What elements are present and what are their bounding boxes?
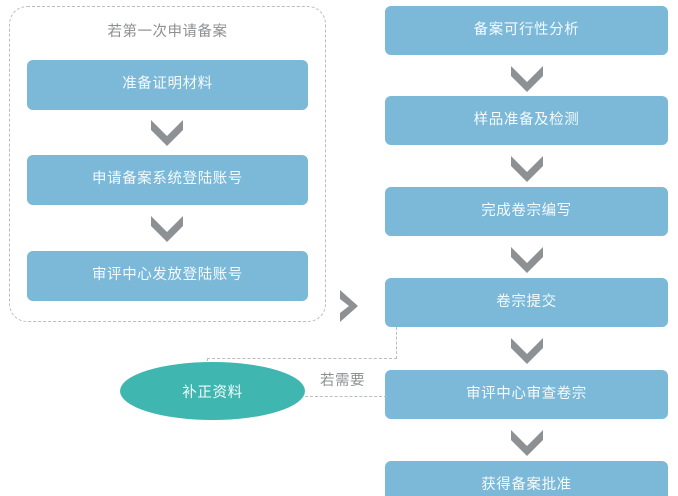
- chevron-down-icon: [508, 243, 546, 273]
- step-obtain-filing-approval[interactable]: 获得备案批准: [385, 461, 668, 496]
- step-review-center-examines-dossier[interactable]: 审评中心审查卷宗: [385, 370, 668, 419]
- chevron-down-icon: [148, 116, 186, 146]
- rework-line-to-review-step: [305, 396, 387, 397]
- first-application-group-title: 若第一次申请备案: [107, 24, 228, 40]
- step-filing-feasibility-analysis[interactable]: 备案可行性分析: [385, 6, 668, 55]
- step-prepare-certification-materials[interactable]: 准备证明材料: [27, 60, 308, 110]
- first-application-group: [9, 6, 326, 322]
- step-sample-preparation-and-testing[interactable]: 样品准备及检测: [385, 96, 668, 145]
- chevron-down-icon: [508, 426, 546, 456]
- rework-line-vertical-from-submission: [396, 327, 397, 359]
- chevron-down-icon: [508, 152, 546, 182]
- rework-condition-label: 若需要: [317, 369, 368, 390]
- chevron-down-icon: [148, 212, 186, 242]
- step-complete-dossier-writing[interactable]: 完成卷宗编写: [385, 187, 668, 236]
- step-dossier-submission[interactable]: 卷宗提交: [385, 278, 668, 327]
- chevron-down-icon: [508, 62, 546, 92]
- step-apply-filing-system-login-account[interactable]: 申请备案系统登陆账号: [27, 155, 308, 205]
- chevron-down-icon: [508, 334, 546, 364]
- rework-line-horizontal-top: [207, 358, 397, 359]
- step-review-center-issues-login-account[interactable]: 审评中心发放登陆账号: [27, 251, 308, 301]
- chevron-right-icon: [336, 288, 362, 324]
- node-supplement-materials[interactable]: 补正资料: [120, 362, 305, 420]
